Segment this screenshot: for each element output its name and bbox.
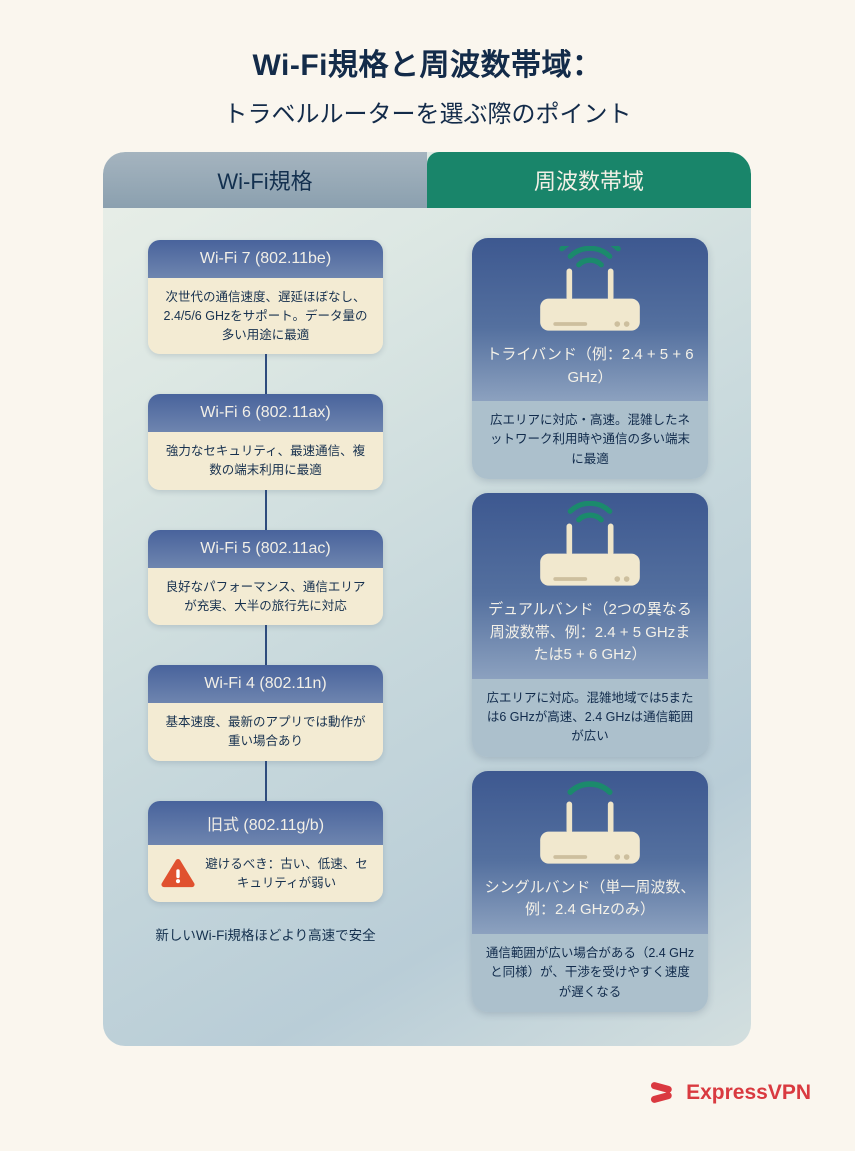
wifi4-card-title: Wi-Fi 4 (802.11n) (148, 665, 383, 704)
wifi-router-dualband-icon (484, 501, 696, 595)
dualband-card-top: デュアルバンド（2つの異なる周波数帯、例：2.4 + 5 GHzまたは5 + 6… (472, 493, 708, 679)
flow-connector (264, 625, 267, 666)
triband-card-top: トライバンド（例：2.4 + 5 + 6 GHz） (472, 238, 708, 401)
wifi-standards-flow: Wi-Fi 7 (802.11be) 次世代の通信速度、遅延ほぼなし、2.4/5… (148, 240, 383, 947)
wifi7-card: Wi-Fi 7 (802.11be) 次世代の通信速度、遅延ほぼなし、2.4/5… (148, 240, 383, 355)
flow-connector (264, 760, 267, 801)
legacy-card: 旧式 (802.11g/b) 避けるべき：古い、低速、セキュリティが弱い (148, 800, 383, 903)
wifi-router-singleband-icon (484, 779, 696, 873)
title-line-1: Wi-Fi規格と周波数帯域： (252, 49, 603, 82)
title-line-2: トラベルルーターを選ぶ際のポイント (223, 101, 632, 128)
comparison-panel: Wi-Fi規格 周波数帯域 Wi-Fi 7 (802.11be) 次世代の通信速… (103, 152, 751, 1046)
page-title: Wi-Fi規格と周波数帯域： トラベルルーターを選ぶ際のポイント (0, 40, 855, 129)
singleband-card-title: シングルバンド（単一周波数、例：2.4 GHzのみ） (484, 878, 696, 919)
wifi6-card-body: 強力なセキュリティ、最速通信、複数の端末利用に最適 (148, 432, 383, 490)
wifi6-card-title: Wi-Fi 6 (802.11ax) (148, 394, 383, 433)
singleband-card: シングルバンド（単一周波数、例：2.4 GHzのみ） 通信範囲が広い場合がある（… (472, 770, 708, 1012)
legacy-card-body: 避けるべき：古い、低速、セキュリティが弱い (148, 844, 383, 903)
triband-card-body: 広エリアに対応・高速。混雑したネットワーク利用時や通信の多い端末に最適 (472, 401, 708, 480)
brand-footer: ExpressVPN (650, 1080, 811, 1105)
standards-footnote: 新しいWi-Fi規格ほどより高速で安全 (155, 928, 376, 944)
wifi5-card-title: Wi-Fi 5 (802.11ac) (148, 529, 383, 568)
wifi5-card-body: 良好なパフォーマンス、通信エリアが充実、大半の旅行先に対応 (148, 567, 383, 626)
wifi-router-triband-icon (484, 246, 696, 340)
dualband-card-title: デュアルバンド（2つの異なる周波数帯、例：2.4 + 5 GHzまたは5 + 6… (488, 601, 692, 664)
flow-connector (264, 489, 267, 530)
triband-card-title: トライバンド（例：2.4 + 5 + 6 GHz） (486, 346, 694, 386)
expressvpn-logo-icon (650, 1080, 678, 1105)
flow-connector (264, 354, 267, 395)
warning-icon (161, 858, 195, 889)
wifi7-card-title: Wi-Fi 7 (802.11be) (148, 240, 383, 278)
wifi6-card: Wi-Fi 6 (802.11ax) 強力なセキュリティ、最速通信、複数の端末利… (148, 394, 383, 490)
wifi4-card-body: 基本速度、最新のアプリでは動作が重い場合あり (148, 703, 383, 761)
singleband-card-top: シングルバンド（単一周波数、例：2.4 GHzのみ） (472, 770, 708, 934)
frequency-bands-list: トライバンド（例：2.4 + 5 + 6 GHz） 広エリアに対応・高速。混雑し… (472, 238, 708, 1012)
legacy-card-title: 旧式 (802.11g/b) (148, 800, 383, 845)
dualband-card-body: 広エリアに対応。混雑地域では5または6 GHzが高速、2.4 GHzは通信範囲が… (472, 678, 708, 757)
legacy-card-text: 避けるべき：古い、低速、セキュリティが弱い (205, 856, 368, 890)
singleband-card-body: 通信範囲が広い場合がある（2.4 GHzと同様）が、干渉を受けやすく速度が遅くな… (472, 933, 708, 1012)
column-header-wifi-standards: Wi-Fi規格 (103, 152, 427, 208)
wifi5-card: Wi-Fi 5 (802.11ac) 良好なパフォーマンス、通信エリアが充実、大… (148, 529, 383, 626)
wifi7-card-body: 次世代の通信速度、遅延ほぼなし、2.4/5/6 GHzをサポート。データ量の多い… (148, 278, 383, 355)
brand-name: ExpressVPN (686, 1080, 811, 1104)
dualband-card: デュアルバンド（2つの異なる周波数帯、例：2.4 + 5 GHzまたは5 + 6… (472, 493, 708, 757)
column-header-frequency-bands: 周波数帯域 (427, 152, 751, 208)
triband-card: トライバンド（例：2.4 + 5 + 6 GHz） 広エリアに対応・高速。混雑し… (472, 238, 708, 480)
wifi4-card: Wi-Fi 4 (802.11n) 基本速度、最新のアプリでは動作が重い場合あり (148, 665, 383, 761)
